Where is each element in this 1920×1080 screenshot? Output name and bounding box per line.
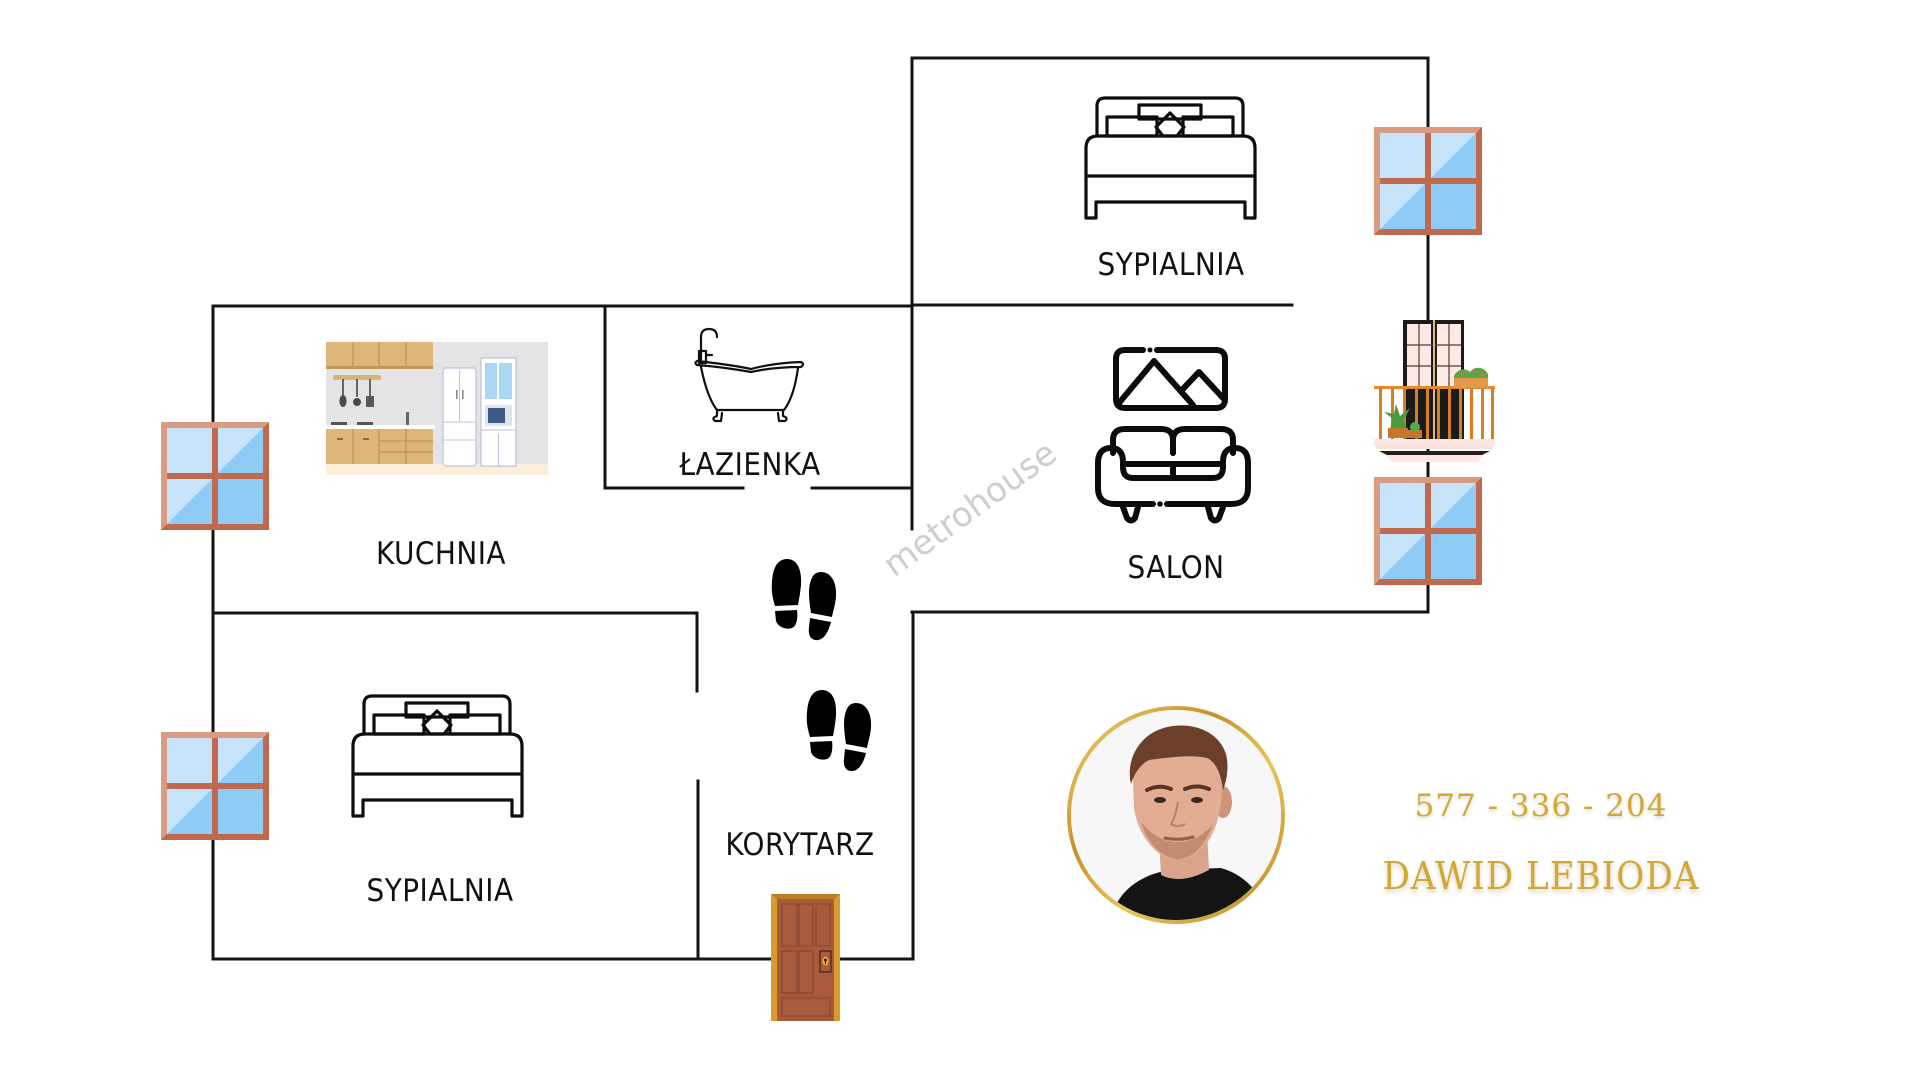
window-icon [161, 422, 269, 530]
balcony-icon [1374, 320, 1495, 462]
footsteps-icon [771, 559, 837, 641]
agent-phone: 577 - 336 - 204 [1414, 788, 1668, 824]
room-label-corridor: KORYTARZ [725, 827, 874, 863]
agent-name: DAWID LEBIODA [1382, 854, 1700, 898]
footsteps-icon [806, 690, 872, 772]
entrance-door-icon [771, 894, 840, 1021]
sofa-icon [1095, 426, 1251, 524]
picture-icon [1113, 347, 1228, 411]
kitchen-illustration [326, 342, 548, 475]
window-icon [161, 732, 269, 840]
bathtub-icon [694, 327, 805, 423]
room-label-kitchen: KUCHNIA [376, 536, 506, 572]
room-label-bathroom: ŁAZIENKA [678, 447, 820, 483]
agent-portrait [1071, 710, 1281, 920]
bed-icon [351, 694, 524, 818]
room-label-living-room: SALON [1127, 550, 1224, 586]
room-label-bedroom-top: SYPIALNIA [1097, 247, 1244, 283]
window-icon [1374, 127, 1482, 235]
agent-portrait-illustration [1071, 710, 1281, 920]
watermark: metrohouse [876, 433, 1065, 585]
bed-icon [1084, 96, 1257, 220]
window-icon [1374, 477, 1482, 585]
agent-photo [1067, 706, 1285, 924]
room-label-bedroom-bottom: SYPIALNIA [366, 873, 513, 909]
